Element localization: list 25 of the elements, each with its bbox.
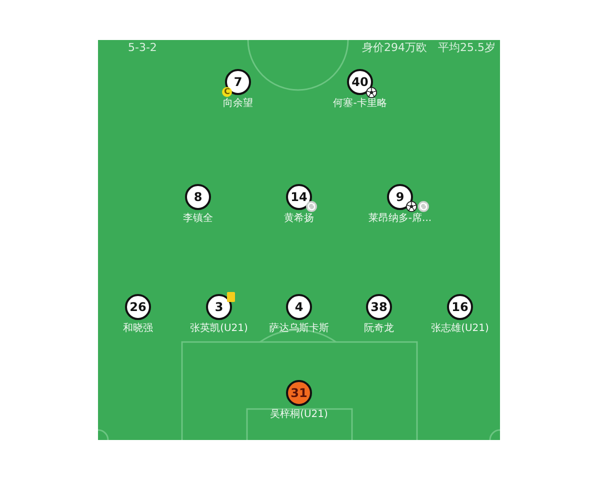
player-name: 吴梓桐(U21) [270,409,328,421]
player-name: 李镇全 [183,213,213,225]
player-name: 阮奇龙 [364,323,394,335]
header-text: 5-3-2 [128,41,157,54]
player-name: 萨达乌斯卡斯 [269,323,329,335]
goalkeeper-number: 31 [286,380,312,406]
header-text: 身价294万欧 [362,41,427,54]
player-name: 何塞-卡里略 [333,98,387,110]
player-number: 9 [387,184,413,210]
player-number: 4 [286,294,312,320]
captain-badge: C [222,87,232,97]
player-name: 张英凯(U21) [190,323,248,335]
player-name: 向余望 [223,98,253,110]
player-number: 3 [206,294,232,320]
player-number: 38 [366,294,392,320]
player-number: 16 [447,294,473,320]
player-name: 黄希扬 [284,213,314,225]
player-number: 14 [286,184,312,210]
player-number: 26 [125,294,151,320]
player-number: 8 [185,184,211,210]
player-name: 莱昂纳多-席... [368,213,432,225]
player-number: 40 [347,69,373,95]
player-name: 和晓强 [123,323,153,335]
header-text: 平均25.5岁 [438,41,496,54]
player-name: 张志雄(U21) [431,323,489,335]
